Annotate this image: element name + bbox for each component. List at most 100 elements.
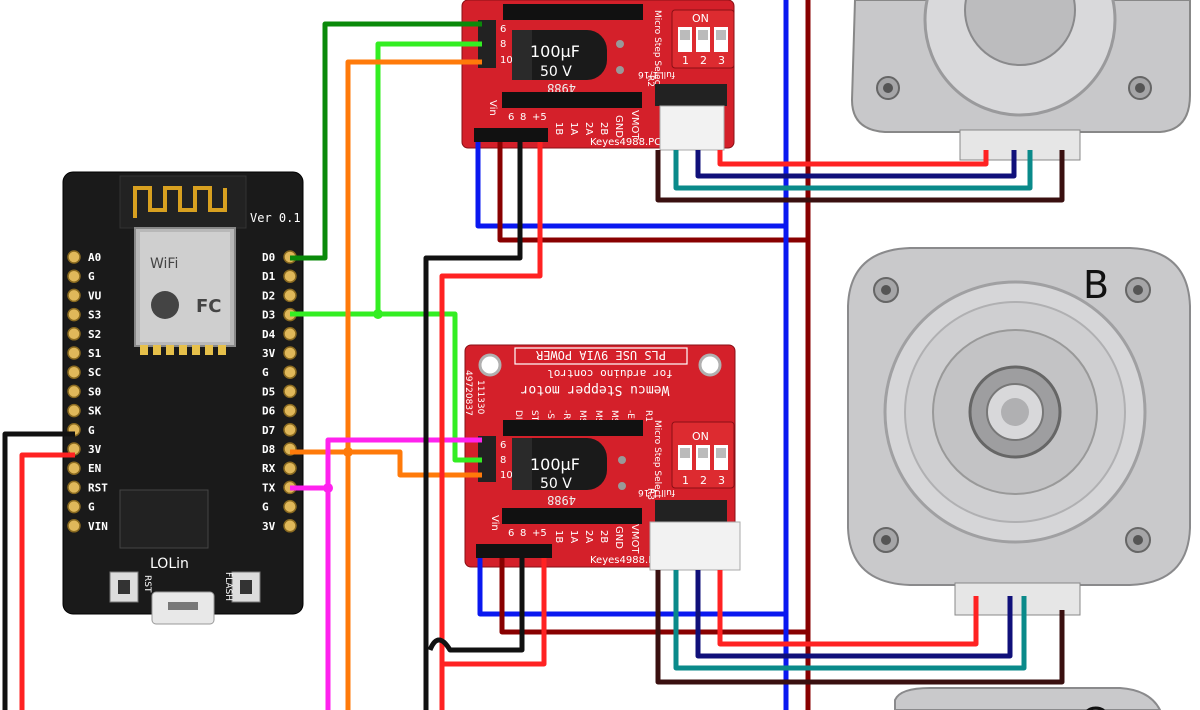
wire-red-top-driver — [439, 142, 543, 710]
bottom-label-2a-bottom: 2A — [583, 530, 594, 543]
pin-label-right: TX — [262, 481, 276, 494]
motor-c-label: C — [1080, 700, 1107, 710]
pin-label-left: 3V — [88, 443, 102, 456]
dip-on-bottom: ON — [692, 430, 709, 443]
dip-num-2-bottom: 2 — [700, 474, 707, 487]
pin-label-right: G — [262, 366, 269, 379]
pin-label-right: D6 — [262, 405, 276, 418]
wire-motor-b-navy — [695, 570, 1013, 659]
pin-hole-right — [283, 384, 297, 399]
pin-hole-left — [67, 269, 81, 283]
pin-hole-right — [283, 519, 297, 533]
pin-hole-left — [67, 499, 81, 514]
pin-hole-left — [67, 250, 81, 264]
microstep-top: Micro Step Select — [652, 10, 662, 89]
serial-number: 111330 — [475, 380, 485, 415]
pin-hole-left — [67, 403, 81, 418]
pin-label-right: D8 — [262, 443, 275, 456]
nodemcu-board: Ver 0.1 WiFi FC LOLin RST FLASH A0GVUS3S… — [62, 171, 304, 625]
wire-black-top-driver — [423, 142, 523, 710]
pin-hole-right — [283, 269, 297, 283]
cap-value-bottom: 100µF — [530, 455, 580, 474]
microstep-bottom: Micro Step Select — [652, 420, 662, 499]
io-label-10-bottom: 10 — [500, 470, 513, 481]
ratio-top: full 1/16 — [638, 69, 675, 79]
pin-label-left: S1 — [88, 347, 102, 360]
pin-label-ms3: MS — [609, 410, 619, 424]
bottom-label-gnd-bottom: GND — [613, 526, 624, 549]
pin-label-right: G — [262, 501, 269, 514]
bottom-label-2b-bottom: 2B — [598, 530, 609, 543]
pin-hole-right — [283, 461, 297, 475]
power-label-8-top: 8 — [520, 112, 526, 123]
dip-num-2-top: 2 — [700, 54, 707, 67]
wire-maroon-bottom-driver — [499, 558, 808, 635]
wire-blue-top-driver — [475, 142, 786, 229]
motor-b-label: B — [1083, 263, 1109, 307]
bottom-label-2a-top: 2A — [583, 122, 594, 135]
pin-hole-left — [67, 327, 81, 341]
wire-motor-a-teal — [673, 150, 1033, 191]
pin-label-left: VIN — [88, 520, 108, 533]
pin-label-right: 3V — [262, 520, 276, 533]
dip-num-1-bottom: 1 — [682, 474, 689, 487]
wire-magenta-rx — [290, 437, 482, 491]
pcb-label-top: Keyes4988.PCB — [590, 137, 668, 148]
stepper-driver-bottom: PLS USE 9VIA POWER for arduino control W… — [463, 344, 741, 571]
dip-num-3-bottom: 3 — [718, 474, 725, 487]
bottom-label-vmot-top: VMOT — [629, 110, 640, 140]
stepper-motor-c: C — [894, 687, 1162, 710]
pin-hole-right — [283, 403, 297, 418]
pin-hole-right — [283, 288, 297, 303]
pin-label-right: D4 — [262, 328, 276, 341]
wire-black-gnd — [2, 431, 75, 710]
pin-hole-left — [67, 307, 81, 322]
r-label-bottom: R3 — [645, 488, 655, 500]
pin-label-right: D3 — [262, 309, 275, 322]
pin-label-ms2: MS — [593, 410, 603, 424]
version-label: Ver 0.1 — [250, 211, 301, 225]
pin-label-left: SC — [88, 366, 101, 379]
subtitle-text: for arduino control — [547, 367, 673, 380]
pin-label-left: G — [88, 501, 95, 514]
wire-red-3v — [19, 452, 75, 710]
bottom-label-1a-top: 1A — [568, 122, 579, 135]
wire-blue-bottom-driver — [477, 558, 786, 617]
pin-hole-right — [283, 327, 297, 341]
pin-hole-left — [67, 288, 81, 303]
pin-label-st: ST — [529, 410, 539, 422]
wire-motor-b-red — [717, 570, 979, 647]
dip-on-top: ON — [692, 12, 709, 25]
pin-label-left: G — [88, 424, 95, 437]
wire-maroon-top-driver — [497, 142, 808, 243]
r-label-top: R2 — [645, 75, 655, 87]
junction-magenta — [323, 483, 333, 493]
pin-label-left: EN — [88, 462, 101, 475]
board-title: Wemcu Stepper motor — [520, 382, 669, 397]
cap-voltage-top: 50 V — [540, 64, 572, 80]
stepper-motor-a — [850, 0, 1191, 161]
pin-label-left: A0 — [88, 251, 101, 264]
io-label-8-bottom: 8 — [500, 455, 506, 466]
power-label-6-top: 6 — [508, 112, 514, 123]
io-label-6-bottom: 6 — [500, 440, 506, 451]
pcb-label-bottom: Keyes4988.PCB — [590, 555, 668, 566]
pin-label-r: -R — [561, 410, 571, 420]
button-rst-label: RST — [142, 575, 152, 593]
io-label-10: 10 — [500, 55, 513, 66]
pin-label-left: S2 — [88, 328, 101, 341]
chip-label-bottom: 4988 — [547, 493, 576, 507]
pin-hole-left — [67, 480, 81, 495]
dip-num-3-top: 3 — [718, 54, 725, 67]
button-flash-label: FLASH — [223, 572, 233, 601]
pin-label-right: RX — [262, 462, 276, 475]
banner-text: PLS USE 9VIA POWER — [535, 348, 666, 362]
ratio-bottom: full 1/16 — [638, 487, 675, 497]
power-label-5-bottom: +5 — [532, 528, 547, 539]
pin-label-left: SK — [88, 405, 102, 418]
wire-motor-a-brown — [655, 150, 1065, 203]
bottom-label-1b-top: 1B — [553, 122, 564, 135]
pin-label-right: D1 — [262, 270, 276, 283]
pin-hole-left — [67, 384, 81, 399]
